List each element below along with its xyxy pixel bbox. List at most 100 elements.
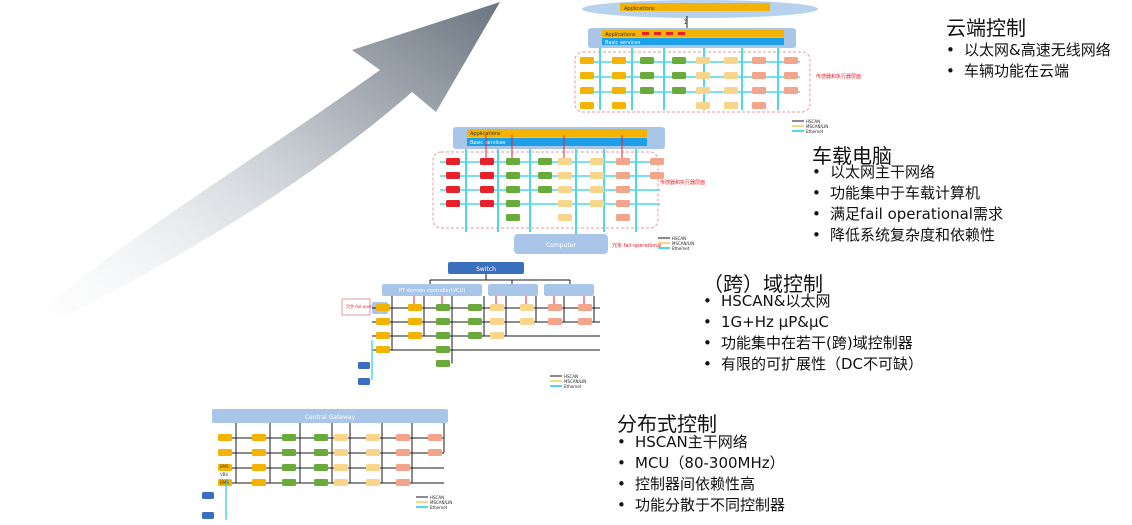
ecu-box: [558, 200, 572, 207]
ecu-box: [612, 72, 626, 79]
ecu-box: [334, 449, 348, 456]
vc-applications-bar: [467, 129, 647, 137]
ecu-box: [396, 434, 410, 441]
ecu-box: [334, 464, 348, 471]
distributed-bullets: HSCAN主干网络 MCU（80-300MHz） 控制器间依赖性高 功能分散于不…: [617, 432, 785, 516]
cloud-basic-services-label: Basic services: [605, 40, 641, 46]
cloud-basic-services-bar: [602, 38, 784, 45]
ecu-box: [468, 318, 482, 325]
ecu-box: [650, 158, 664, 165]
ecu-box: [428, 449, 442, 456]
ecu-box: [538, 186, 552, 193]
ecu-box: [612, 57, 626, 64]
ecu-box: [490, 318, 504, 325]
domain-bullet: 有限的可扩展性（DC不可缺）: [703, 354, 923, 375]
ecu-box: [558, 172, 572, 179]
ecu-box: [446, 172, 460, 179]
ecu-box: [436, 332, 450, 339]
svg-text:MSCAN/LIN: MSCAN/LIN: [672, 241, 694, 246]
cloud-top-bar-label: Applications: [624, 6, 655, 12]
central-gateway-label: Central Gateway: [305, 414, 356, 421]
ecu-box: [616, 186, 630, 193]
ecu-box: [650, 172, 664, 179]
vc-basic-services-label: Basic services: [470, 140, 506, 146]
ecu-box: [396, 479, 410, 486]
ecu-box: [314, 464, 328, 471]
vehicle-computer-diagram: Applications Basic services 传感器和执行器层面 Co…: [432, 127, 705, 254]
ecu-box: [408, 304, 422, 311]
domain-bullets: HSCAN&以太网 1G+Hz µP&µC 功能集中在若干(跨)域控制器 有限的…: [703, 291, 923, 375]
cloud-bullet: 以太网&高速无线网络: [946, 40, 1111, 61]
ecu-box: [580, 72, 594, 79]
cloud-sensor-zone: [574, 51, 811, 113]
ecu-box: [590, 186, 604, 193]
growth-arrow: [18, 2, 500, 340]
domain-controller-box: [382, 284, 482, 296]
ecu-box: [506, 158, 520, 165]
domain-legend: HSCAN MSCAN/LIN Ethernet: [550, 374, 586, 389]
vc-bullet: 满足fail operational需求: [812, 204, 1003, 225]
cloud-bullets: 以太网&高速无线网络 车辆功能在云端: [946, 40, 1111, 82]
ecu-box: [616, 214, 630, 221]
ecu-box: [612, 87, 626, 94]
ecu-box: [408, 318, 422, 325]
ecu-box: [672, 87, 686, 94]
ecu-box: [446, 186, 460, 193]
dist-bullet: HSCAN主干网络: [617, 432, 785, 453]
ecu-box: [218, 434, 232, 441]
ecu-box: [334, 434, 348, 441]
ecu-box: [252, 449, 266, 456]
ecu-box: [490, 332, 504, 339]
ecu-box: [548, 318, 562, 325]
ecu-box: [506, 200, 520, 207]
ecu-box: [520, 318, 534, 325]
ecu-box: [752, 102, 766, 109]
ecu-box: [282, 479, 296, 486]
ecu-box: [578, 318, 592, 325]
ecu-box: [640, 87, 654, 94]
cloud-red-dashes: [642, 32, 685, 35]
ecu-box: [446, 158, 460, 165]
cloud-bullet: 车辆功能在云端: [946, 61, 1111, 82]
ecu-box: [724, 102, 738, 109]
dist-bullet: MCU（80-300MHz）: [617, 453, 785, 474]
switch-label: Switch: [476, 266, 496, 273]
ecu-box: [334, 479, 348, 486]
ecu-box: [376, 332, 390, 339]
ecu-box: [612, 102, 626, 109]
ecu-box: [282, 464, 296, 471]
domain-bullet: 1G+Hz µP&µC: [703, 312, 923, 333]
vehicle-computer-bullets: 以太网主干网络 功能集中于车载计算机 满足fail operational需求 …: [812, 162, 1003, 246]
dist-ecu-labels: EMS VBU BMS: [220, 464, 229, 485]
central-gateway-box: [212, 409, 448, 423]
ecu-box: [672, 57, 686, 64]
ecu-box: [446, 200, 460, 207]
domain-controller-box-3: [544, 284, 594, 296]
svg-text:Ethernet: Ethernet: [564, 384, 582, 389]
ecu-box: [616, 200, 630, 207]
ecu-box: [376, 318, 390, 325]
ecu-box: [396, 464, 410, 471]
ecu-box: [580, 87, 594, 94]
ecu-box: [616, 172, 630, 179]
cloud-applications-bar: [602, 30, 784, 37]
vc-bullet: 以太网主干网络: [812, 162, 1003, 183]
ecu-box: [724, 87, 738, 94]
distributed-diagram: Central Gateway EMS VBU BMS HSCAN MSCAN/…: [202, 409, 452, 520]
ecu-box: [376, 346, 390, 353]
svg-text:BMS: BMS: [220, 480, 229, 485]
ecu-box: [468, 304, 482, 311]
ecu-box: [558, 186, 572, 193]
ecu-box: [506, 214, 520, 221]
svg-text:EMS: EMS: [220, 464, 229, 469]
ecu-box: [724, 57, 738, 64]
ecu-box: [590, 172, 604, 179]
vc-bullet: 降低系统复杂度和依赖性: [812, 225, 1003, 246]
ecu-box: [580, 102, 594, 109]
cloud-diagram: Applications ⟟ Applications Basic servic…: [574, 0, 861, 134]
ecu-box: [436, 346, 450, 353]
ecu-box: [640, 57, 654, 64]
ecu-box: [366, 479, 380, 486]
ecu-box: [784, 87, 798, 94]
